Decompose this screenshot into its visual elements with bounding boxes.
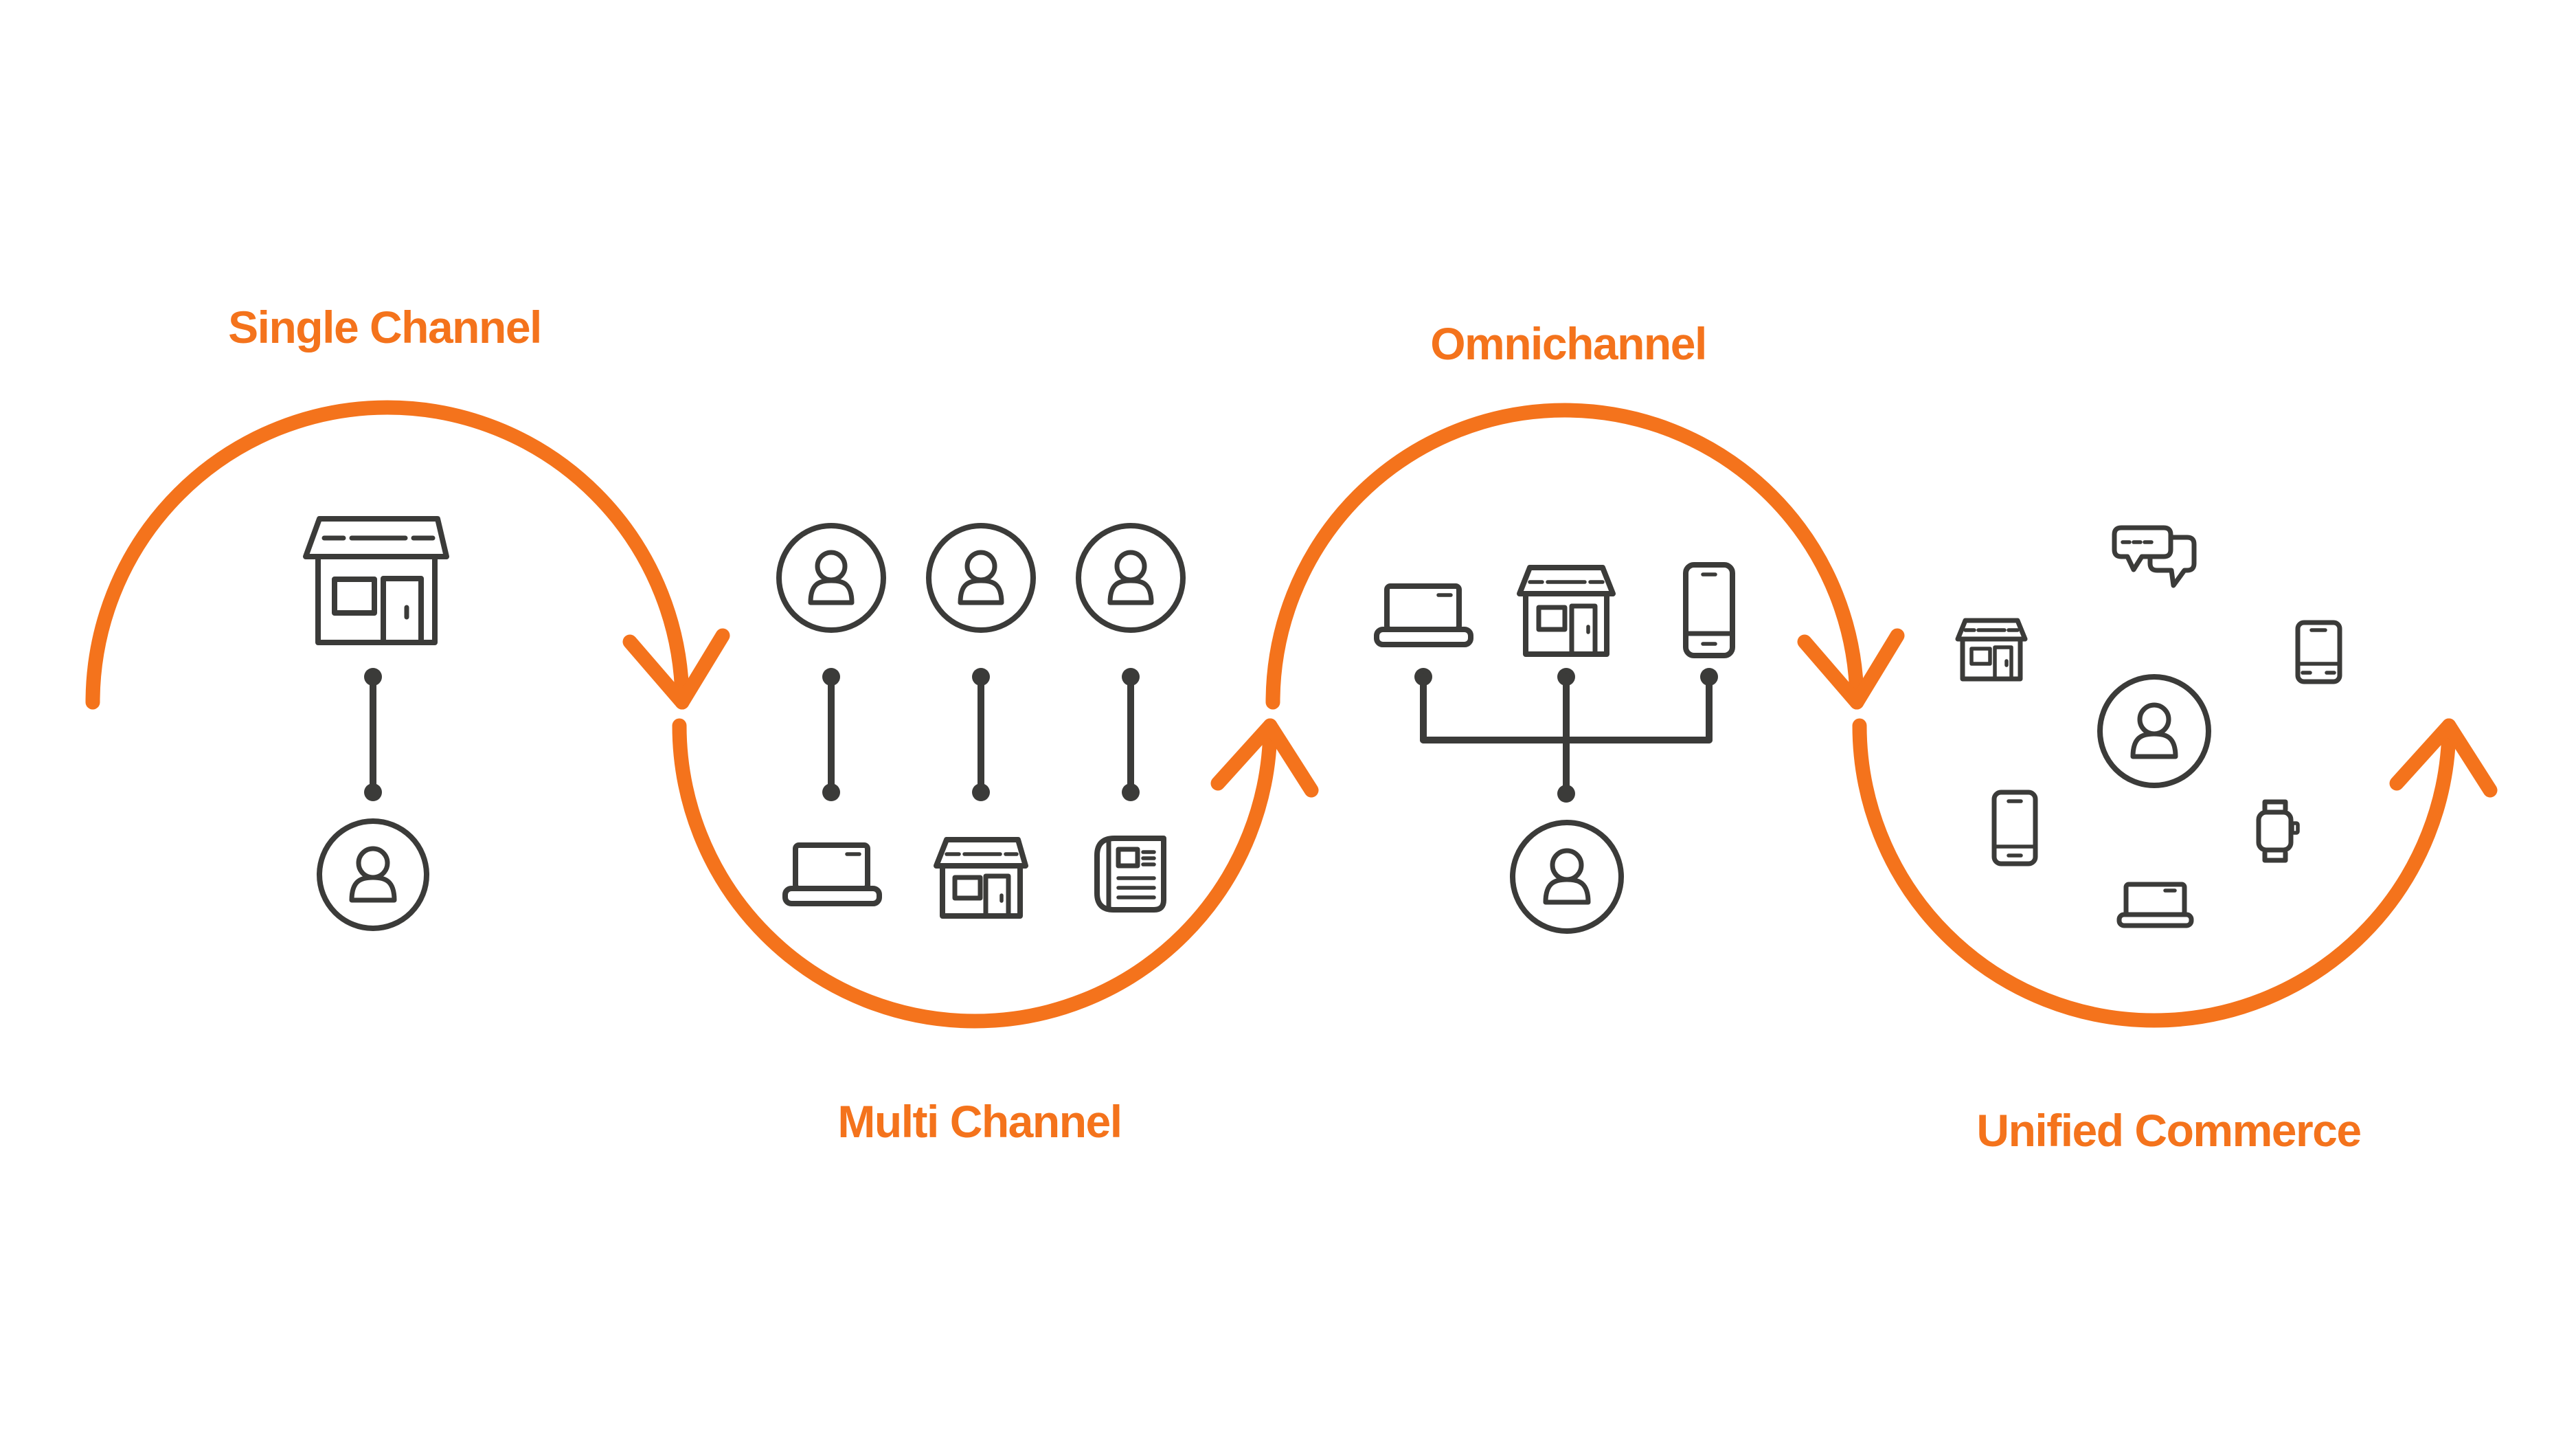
stage-single-channel bbox=[303, 516, 449, 931]
arrow-up-icon bbox=[1210, 718, 1319, 798]
tablet-icon bbox=[2295, 620, 2342, 684]
customer-icon bbox=[1510, 820, 1624, 934]
laptop-icon bbox=[2116, 882, 2194, 928]
stage-omnichannel bbox=[1374, 562, 1735, 934]
laptop-icon bbox=[782, 842, 882, 906]
smartwatch-icon bbox=[2256, 799, 2300, 863]
storefront-icon bbox=[1955, 618, 2028, 682]
flow-wave bbox=[85, 400, 2498, 1029]
customer-icon bbox=[317, 818, 429, 931]
customer-icon bbox=[2097, 674, 2211, 788]
arrow-down-icon bbox=[622, 628, 730, 710]
smartphone-icon bbox=[1683, 562, 1735, 658]
stage-label-omnichannel: Omnichannel bbox=[1430, 318, 1707, 369]
chat-bubbles-icon bbox=[2112, 525, 2197, 588]
stage-unified-commerce bbox=[1955, 525, 2342, 928]
wave-arc-multi-channel bbox=[672, 718, 1278, 1029]
stage-label-single-channel: Single Channel bbox=[228, 302, 542, 353]
parallel-link-connectors bbox=[822, 668, 1140, 801]
stage-label-unified-commerce: Unified Commerce bbox=[1976, 1105, 2362, 1156]
storefront-icon bbox=[934, 837, 1028, 919]
hub-connector bbox=[1414, 668, 1718, 803]
stage-label-multi-channel: Multi Channel bbox=[837, 1096, 1122, 1147]
wave-arc-single-channel bbox=[85, 400, 690, 710]
customer-icon bbox=[926, 523, 1036, 633]
storefront-icon bbox=[303, 516, 449, 645]
storefront-icon bbox=[1517, 565, 1616, 657]
newspaper-icon bbox=[1094, 836, 1166, 913]
arrow-up-icon bbox=[2389, 718, 2498, 798]
single-link-connector bbox=[364, 668, 382, 801]
stage-multi-channel bbox=[776, 523, 1186, 919]
wave-arc-unified-commerce bbox=[1852, 718, 2456, 1028]
customer-icon bbox=[1076, 523, 1186, 633]
arrow-down-icon bbox=[1797, 628, 1905, 710]
laptop-icon bbox=[1374, 583, 1473, 647]
wave-arc-omnichannel bbox=[1265, 403, 1864, 710]
customer-icon bbox=[776, 523, 886, 633]
smartphone-icon bbox=[1991, 790, 2038, 866]
